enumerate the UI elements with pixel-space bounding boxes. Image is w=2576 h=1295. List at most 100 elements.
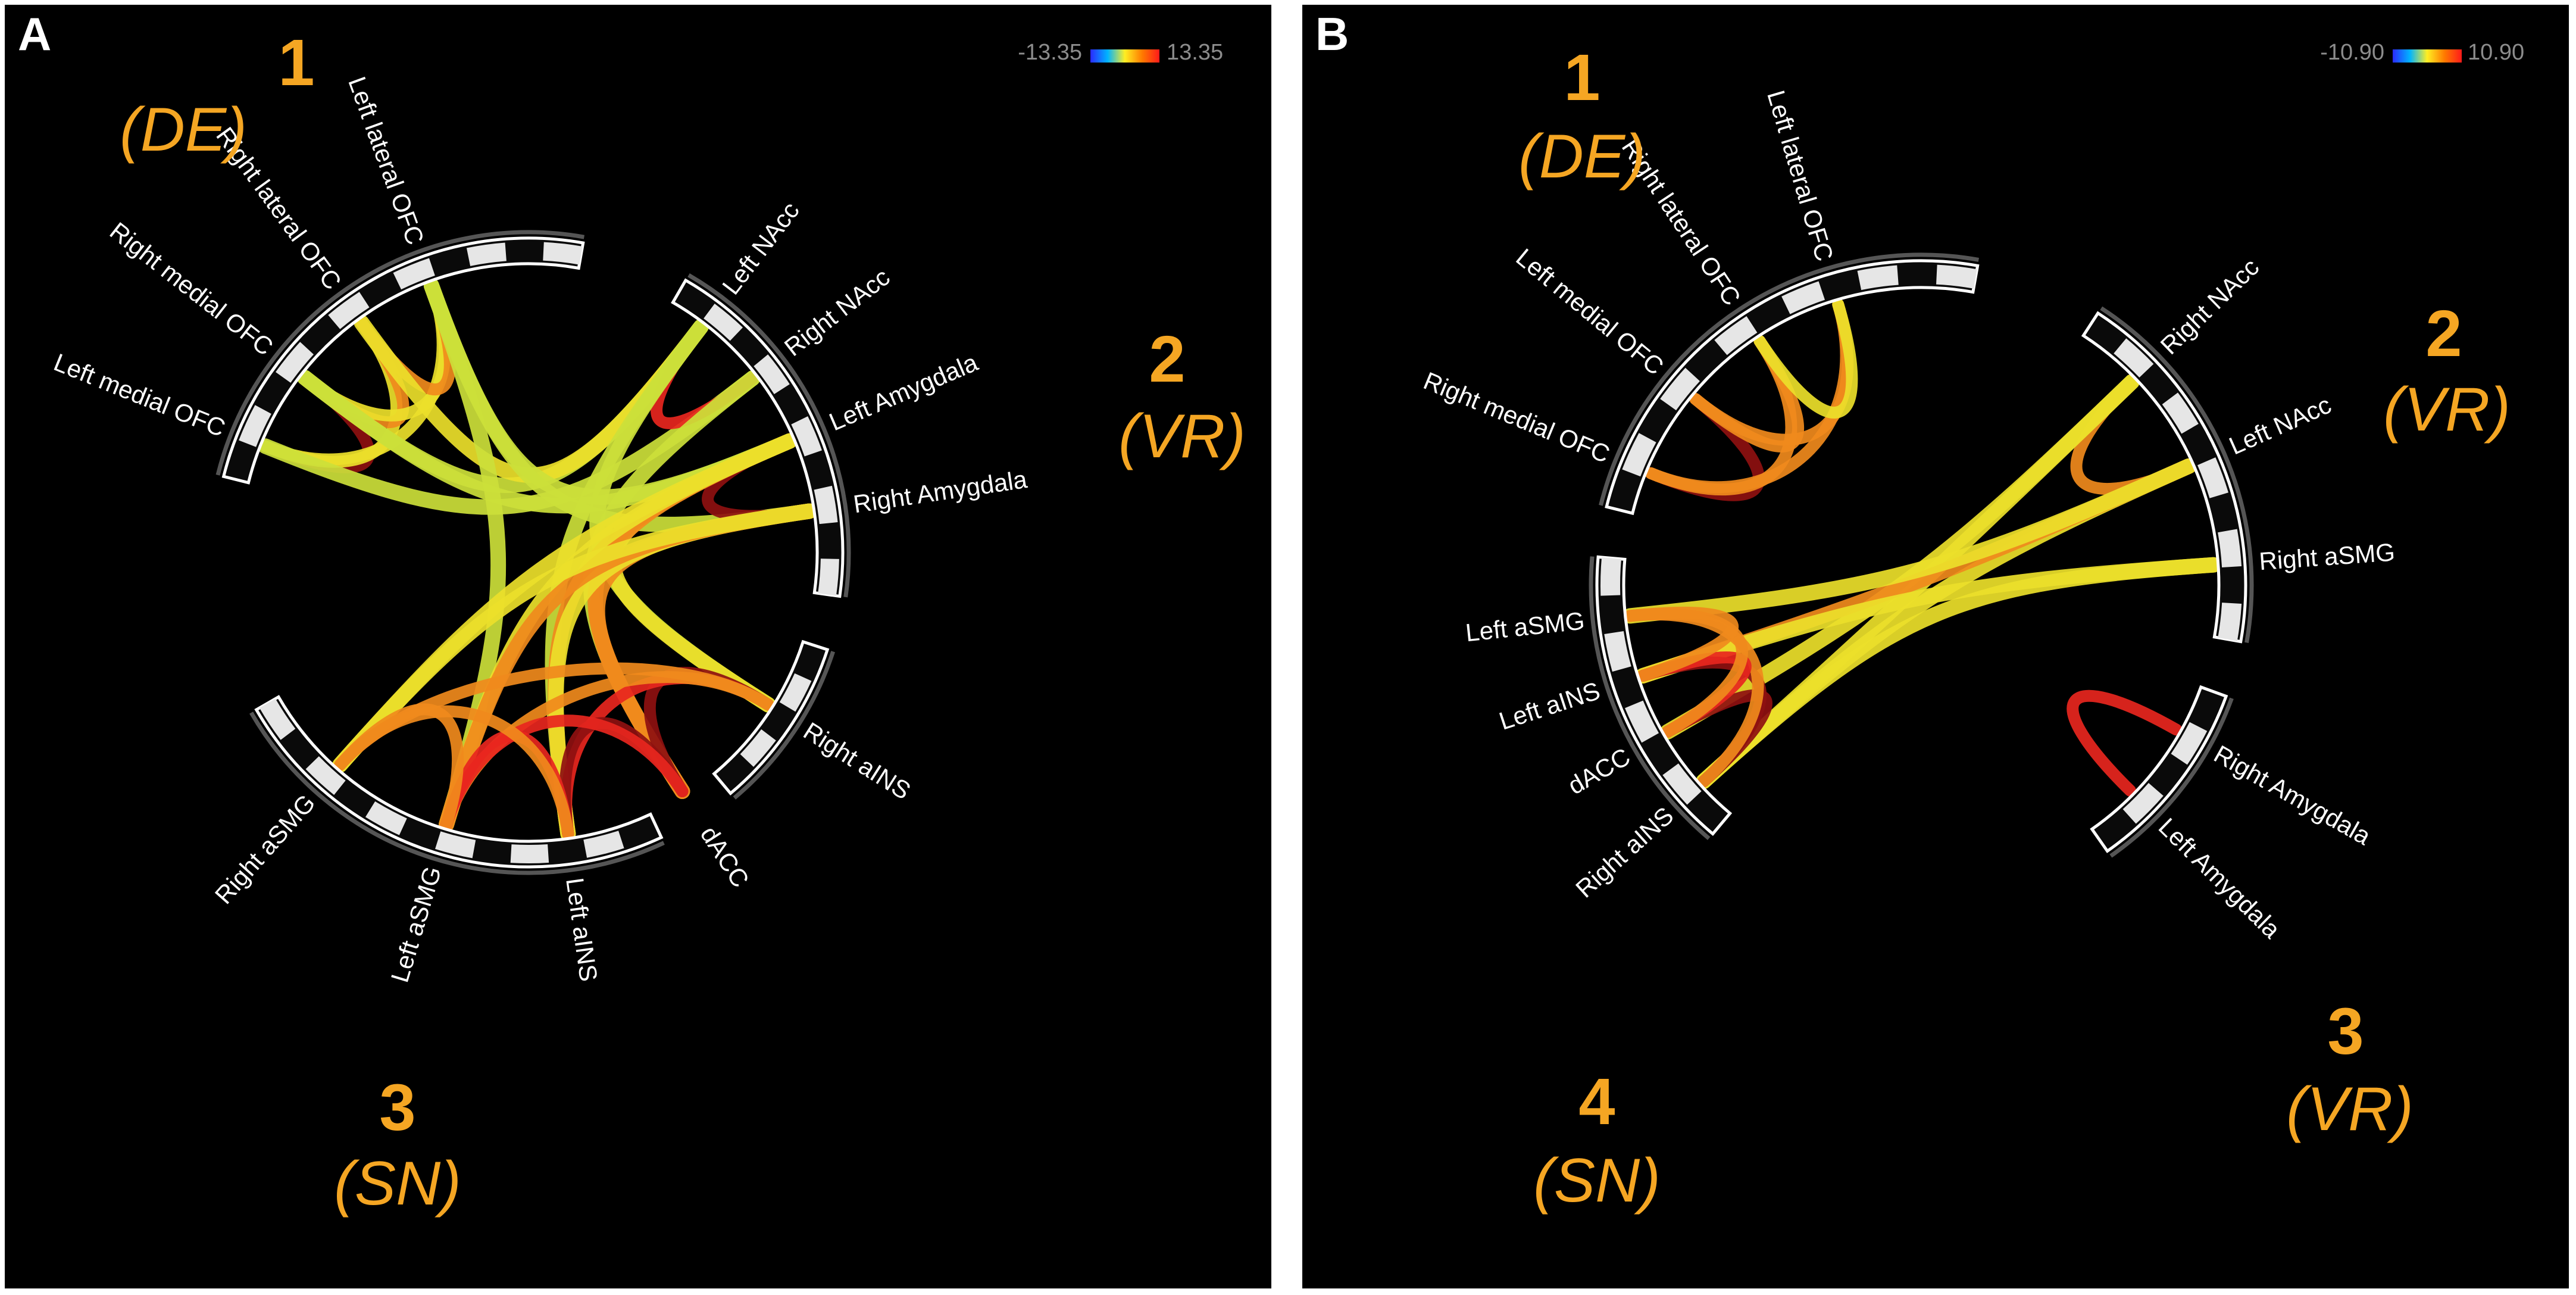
ring-cell [1660,367,1700,411]
ring-cell [393,258,435,290]
group-network: (SN) [334,1149,461,1218]
region-label: Left Amygdala [825,348,982,436]
ring-cell [740,729,776,767]
panel-letter: A [18,8,51,60]
ring-shadow [1589,556,1711,840]
region-label: Right aSMG [2258,538,2396,575]
connection-ribbon [2067,689,2183,797]
ring-layer [215,230,851,875]
region-label: Right Amygdala [2209,739,2376,850]
ring-cell [754,354,790,395]
region-label: Left aINS [1496,676,1603,735]
ring-cell [239,405,271,447]
ring-cell [814,485,838,525]
ring-cell [1625,700,1659,743]
connection-ribbon [1622,458,2197,624]
group-number: 1 [278,26,314,99]
colorbar [2393,49,2462,63]
ring-shadow [215,230,585,476]
ring-cell [1781,281,1825,314]
ring-cell [779,673,812,712]
region-label: Right aSMG [210,789,321,909]
group-network: (VR) [1118,402,1246,471]
group-network: (VR) [2383,375,2511,444]
ring-cell [818,558,839,596]
region-label: dACC [1563,742,1635,800]
connection-ribbon [332,503,817,773]
ring-cell [1936,264,1977,289]
ring-cell [2218,603,2242,641]
region-label: Right medial OFC [105,217,279,361]
ring-cell [365,801,407,835]
region-label: Right NAcc [2155,253,2265,360]
connection-ribbon [1624,607,1739,682]
ring-cell [543,242,583,265]
ring-cell [276,342,314,383]
ring-cell [510,844,549,863]
ring-cell [2197,457,2228,498]
ring-cell [259,698,296,740]
group-network: (VR) [2286,1075,2414,1144]
region-label: Left aSMG [385,863,446,986]
ring-cell [466,242,507,266]
group-number: 4 [1578,1065,1615,1138]
region-label: Left medial OFC [1511,243,1669,380]
ring-shadow [2100,306,2254,643]
ring-shadow [249,712,665,875]
ring-cell [791,416,822,457]
ring-cell [2162,392,2199,434]
region-label: dACC [695,821,755,893]
ring-shadow [687,273,851,598]
region-label: Left aSMG [1464,607,1586,647]
region-label: Right aINS [799,717,916,806]
panel-letter: B [1315,8,1349,60]
region-label: Left NAcc [717,196,805,299]
ring-cell [1714,316,1758,355]
ring-cell [1600,557,1621,596]
connection-ribbon [1753,298,1858,419]
ring-shadow [1599,252,1979,506]
ribbon-layer [257,277,817,842]
connection-ribbon [334,703,464,831]
colorbar [1090,49,1159,63]
ring-cell [2122,782,2164,824]
ring-cell [1622,433,1656,477]
ring-shadow [733,651,835,800]
group-number: 3 [379,1071,415,1144]
ring-shadow [2109,697,2234,858]
group-network: (DE) [1518,122,1646,191]
ring-arc [712,639,830,795]
group-network: (DE) [120,95,247,164]
ring-cell [2218,529,2242,567]
ring-cell [328,292,370,329]
ring-layer [1589,252,2254,858]
scale-max: 13.35 [1167,40,1223,65]
region-label: Right NAcc [779,263,895,361]
group-number: 1 [1564,41,1600,114]
scale-min: -10.90 [2320,40,2384,65]
ring-cell [704,304,743,341]
scale-min: -13.35 [1018,40,1082,65]
ring-cell [1604,631,1631,672]
group-number: 2 [1149,323,1185,396]
region-label: Left aINS [561,876,603,983]
ribbon-layer [1622,298,2221,797]
ring-cell [1857,265,1899,291]
group-number: 2 [2425,297,2462,370]
ring-cell [435,831,476,859]
region-label: Right aINS [1570,801,1678,903]
group-network: (SN) [1533,1146,1661,1215]
scale-max: 10.90 [2468,40,2524,65]
group-number: 3 [2327,995,2364,1068]
region-label: Left lateral OFC [343,73,430,249]
ring-cell [305,756,346,795]
ring-cell [583,831,624,858]
region-label: Right Amygdala [852,465,1030,518]
region-label: Right medial OFC [1420,366,1614,468]
region-label: Left medial OFC [50,348,229,442]
